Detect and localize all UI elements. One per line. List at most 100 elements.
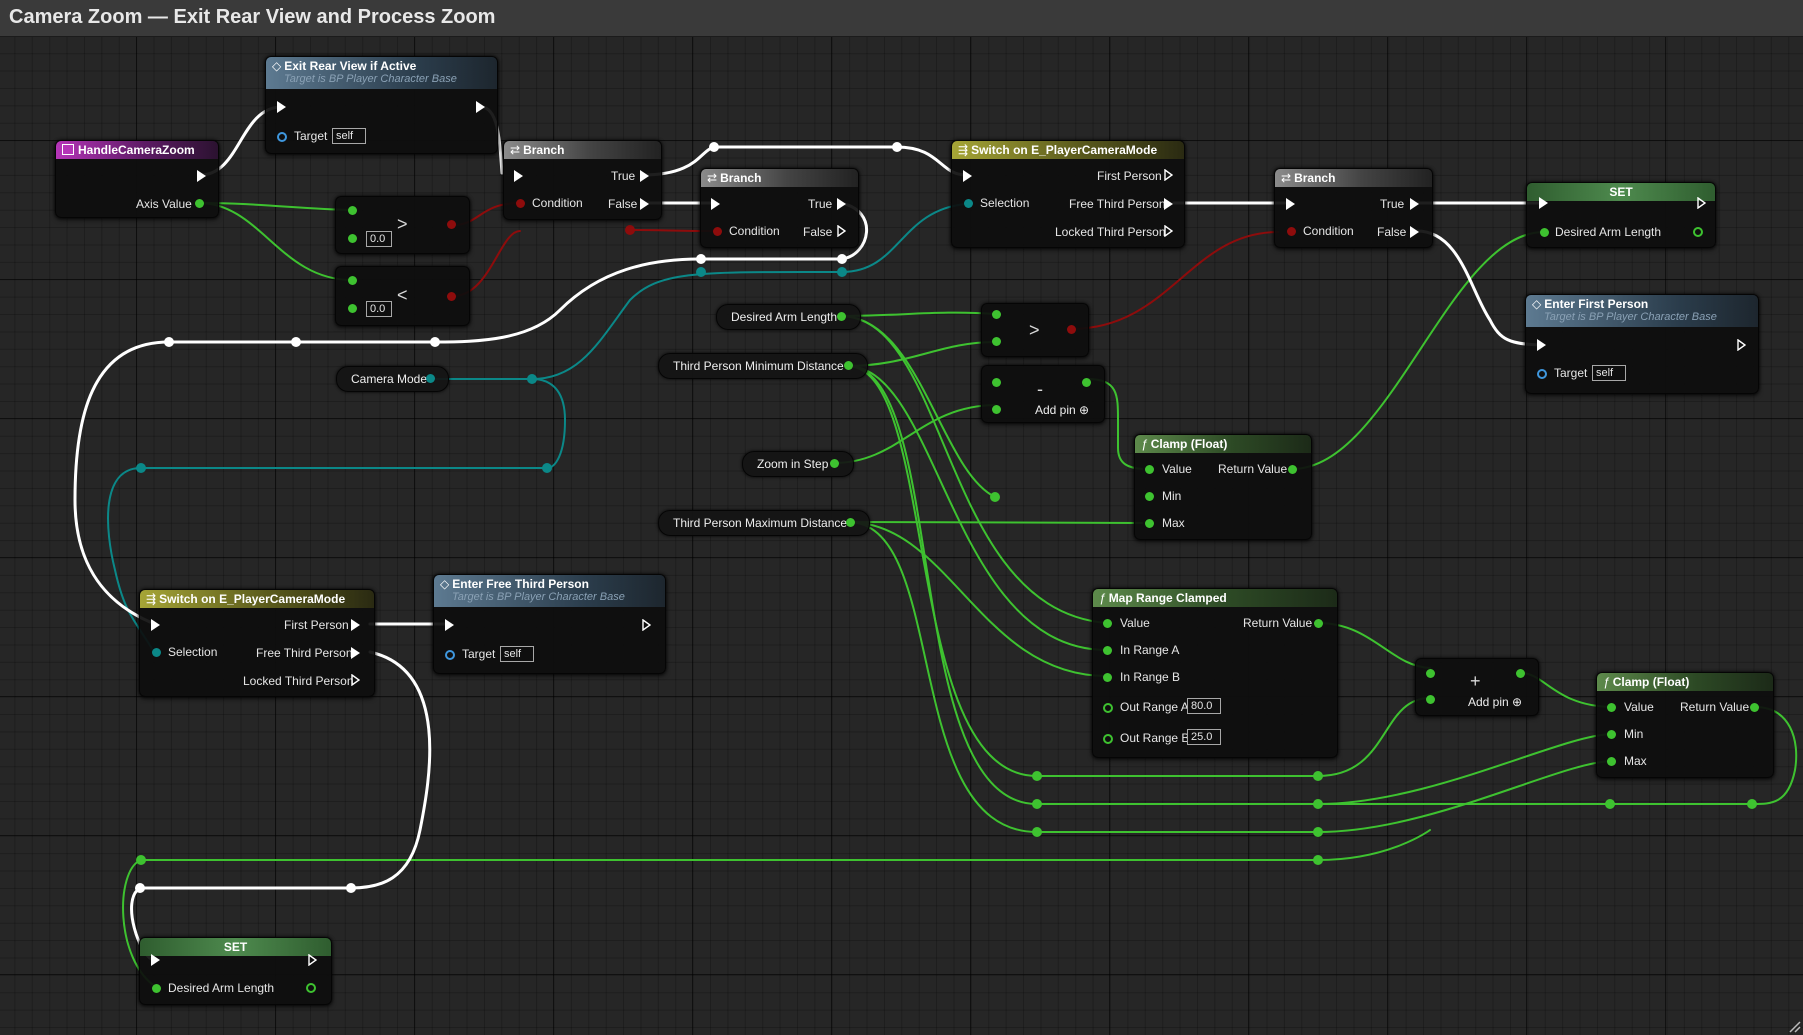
out-range-a-field[interactable]: 80.0: [1187, 698, 1221, 714]
input-b-pin[interactable]: [992, 405, 1001, 414]
switch-camera-mode-node-bottom[interactable]: ⇶Switch on E_PlayerCameraMode First Pers…: [139, 589, 375, 697]
first-person-exec-pin[interactable]: [351, 619, 360, 631]
value-in-pin[interactable]: [1145, 465, 1154, 474]
third-person-max-distance-getter[interactable]: Third Person Maximum Distance: [658, 510, 870, 536]
free-third-person-exec-pin[interactable]: [1164, 198, 1173, 210]
desired-arm-length-in-pin[interactable]: [152, 984, 161, 993]
exec-in-pin[interactable]: [277, 101, 286, 113]
false-exec-pin[interactable]: [1410, 226, 1419, 238]
value-in-pin[interactable]: [1103, 619, 1112, 628]
third-person-min-distance-getter[interactable]: Third Person Minimum Distance: [658, 353, 868, 379]
return-value-pin[interactable]: [1314, 619, 1323, 628]
input-b-pin[interactable]: [1426, 695, 1435, 704]
branch-node-1[interactable]: ⇄Branch True Condition False: [503, 140, 662, 220]
exec-in-pin[interactable]: [514, 170, 523, 182]
result-pin[interactable]: [1516, 669, 1525, 678]
add-node[interactable]: + Add pin ⊕: [1415, 658, 1539, 716]
camera-mode-getter[interactable]: Camera Mode: [336, 366, 449, 392]
false-exec-pin[interactable]: [640, 198, 649, 210]
input-a-pin[interactable]: [348, 276, 357, 285]
input-a-pin[interactable]: [348, 206, 357, 215]
exec-out-pin[interactable]: [1737, 339, 1746, 351]
input-b-field[interactable]: 0.0: [366, 231, 392, 247]
exec-out-pin[interactable]: [1697, 197, 1706, 209]
add-pin-button[interactable]: Add pin ⊕: [1468, 695, 1522, 709]
selection-pin[interactable]: [152, 648, 161, 657]
condition-pin[interactable]: [516, 199, 525, 208]
desired-arm-length-in-pin[interactable]: [1540, 228, 1549, 237]
out-range-b-field[interactable]: 25.0: [1187, 729, 1221, 745]
exec-in-pin[interactable]: [445, 619, 454, 631]
first-person-exec-pin[interactable]: [1164, 169, 1173, 181]
return-value-pin[interactable]: [1288, 465, 1297, 474]
variable-out-pin[interactable]: [844, 361, 853, 370]
min-in-pin[interactable]: [1607, 730, 1616, 739]
input-a-pin[interactable]: [992, 378, 1001, 387]
exec-in-pin[interactable]: [151, 954, 160, 966]
true-exec-pin[interactable]: [1410, 198, 1419, 210]
exec-in-pin[interactable]: [1537, 339, 1546, 351]
greater-than-node-mid[interactable]: >: [981, 303, 1089, 357]
handle-camera-zoom-node[interactable]: HandleCameraZoom Axis Value: [55, 140, 219, 218]
desired-arm-length-out-pin[interactable]: [306, 983, 316, 993]
branch-node-2[interactable]: ⇄Branch True Condition False: [700, 168, 859, 248]
true-exec-pin[interactable]: [837, 198, 846, 210]
locked-third-person-exec-pin[interactable]: [351, 674, 360, 686]
condition-pin[interactable]: [1287, 227, 1296, 236]
false-exec-pin[interactable]: [837, 225, 846, 237]
out-range-b-pin[interactable]: [1103, 734, 1113, 744]
target-pin[interactable]: [445, 650, 455, 660]
variable-out-pin[interactable]: [846, 518, 855, 527]
exec-out-pin[interactable]: [197, 170, 206, 182]
max-in-pin[interactable]: [1145, 519, 1154, 528]
branch-node-3[interactable]: ⇄Branch True Condition False: [1274, 168, 1433, 248]
exec-out-pin[interactable]: [476, 101, 485, 113]
condition-pin[interactable]: [713, 227, 722, 236]
locked-third-person-exec-pin[interactable]: [1164, 225, 1173, 237]
set-desired-arm-length-node-bottom[interactable]: SET Desired Arm Length: [139, 937, 332, 1005]
variable-out-pin[interactable]: [830, 459, 839, 468]
in-range-a-pin[interactable]: [1103, 646, 1112, 655]
exec-in-pin[interactable]: [1286, 198, 1295, 210]
result-pin[interactable]: [447, 292, 456, 301]
variable-out-pin[interactable]: [837, 312, 846, 321]
variable-out-pin[interactable]: [426, 374, 435, 383]
free-third-person-exec-pin[interactable]: [351, 647, 360, 659]
return-value-pin[interactable]: [1750, 703, 1759, 712]
input-b-field[interactable]: 0.0: [366, 301, 392, 317]
target-field[interactable]: self: [332, 128, 366, 144]
selection-pin[interactable]: [964, 199, 973, 208]
desired-arm-length-out-pin[interactable]: [1693, 227, 1703, 237]
exec-in-pin[interactable]: [711, 198, 720, 210]
target-field[interactable]: self: [500, 646, 534, 662]
input-b-pin[interactable]: [348, 304, 357, 313]
axis-value-pin[interactable]: [195, 199, 204, 208]
input-a-pin[interactable]: [992, 310, 1001, 319]
input-b-pin[interactable]: [992, 337, 1001, 346]
switch-camera-mode-node-top[interactable]: ⇶Switch on E_PlayerCameraMode First Pers…: [951, 140, 1185, 248]
add-pin-button[interactable]: Add pin ⊕: [1035, 403, 1089, 417]
out-range-a-pin[interactable]: [1103, 703, 1113, 713]
min-in-pin[interactable]: [1145, 492, 1154, 501]
target-pin[interactable]: [277, 132, 287, 142]
input-b-pin[interactable]: [348, 234, 357, 243]
result-pin[interactable]: [1082, 378, 1091, 387]
input-a-pin[interactable]: [1426, 669, 1435, 678]
exec-in-pin[interactable]: [963, 170, 972, 182]
desired-arm-length-getter[interactable]: Desired Arm Length: [716, 304, 861, 330]
set-desired-arm-length-node-top[interactable]: SET Desired Arm Length: [1526, 182, 1716, 248]
greater-than-node-top[interactable]: 0.0 >: [335, 196, 470, 254]
in-range-b-pin[interactable]: [1103, 673, 1112, 682]
result-pin[interactable]: [447, 220, 456, 229]
subtract-node[interactable]: - Add pin ⊕: [981, 365, 1105, 423]
exec-in-pin[interactable]: [1539, 197, 1548, 209]
result-pin[interactable]: [1067, 325, 1076, 334]
less-than-node-top[interactable]: 0.0 <: [335, 266, 470, 326]
